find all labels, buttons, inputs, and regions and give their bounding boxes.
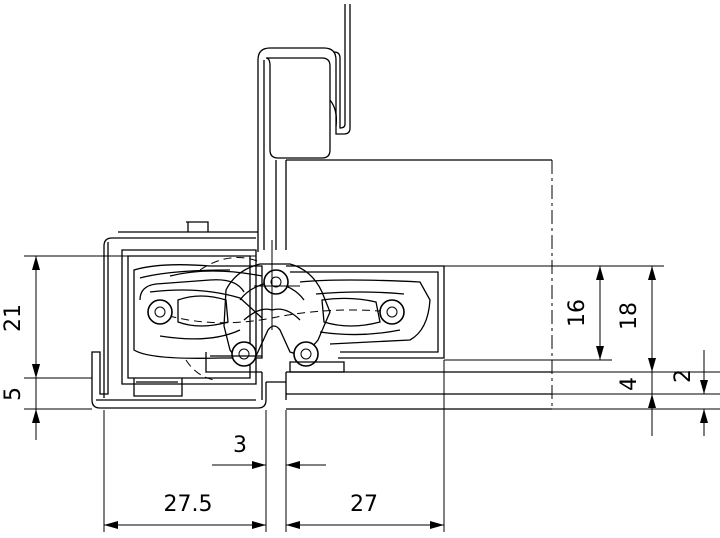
frame-clip-profile [257,4,552,252]
dim-label-21: 21 [1,304,26,332]
dimension-3: 3 [212,433,326,469]
door-panel-lines [286,371,552,410]
dimension-21: 21 [1,256,40,378]
frame-bracket [91,221,267,409]
dimension-27: 27 [286,492,444,529]
dim-label-2: 2 [671,369,696,383]
dimension-4: 4 [617,372,656,436]
dimension-18: 18 [617,266,656,372]
dim-label-4: 4 [617,377,642,391]
center-mark [254,240,300,330]
dim-label-27: 27 [350,492,378,517]
dim-label-16: 16 [565,299,590,327]
extension-lines [24,255,720,532]
dimension-5: 5 [1,364,40,440]
dim-label-3: 3 [233,433,247,458]
dimension-16: 16 [565,266,604,360]
dim-label-27-5: 27.5 [164,492,213,517]
dim-label-18: 18 [617,302,642,330]
dimension-27-5: 27.5 [104,492,266,529]
dim-label-5: 5 [1,387,26,401]
hinge-mechanism [133,257,445,400]
dimension-2: 2 [671,350,708,436]
